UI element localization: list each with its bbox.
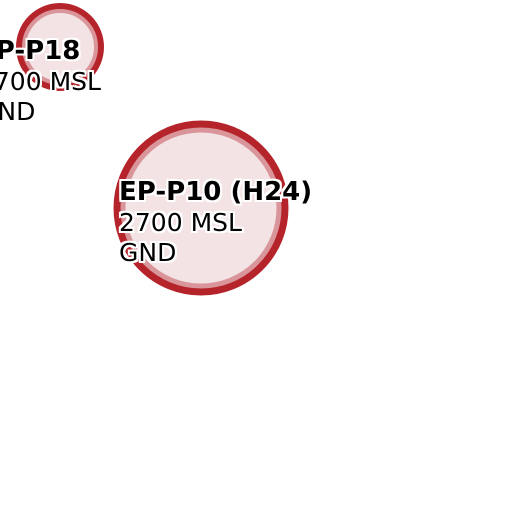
zone-ep-p10-label: EP-P10 (H24) 2700 MSL GND — [119, 177, 312, 268]
zone-lower-limit: GND — [0, 97, 36, 127]
zone-upper-limit: 2700 MSL — [0, 67, 101, 97]
zone-ep-p10-circle[interactable] — [113, 120, 289, 296]
zone-name: EP-P10 (H24) — [119, 177, 313, 207]
zone-upper-limit: 2700 MSL — [119, 208, 242, 238]
zone-lower-limit: GND — [119, 238, 177, 268]
zone-ep-p18-circle[interactable] — [16, 3, 104, 91]
zone-name: EP-P18 — [0, 36, 81, 66]
zone-ep-p18-label: EP-P18 2700 MSL GND — [0, 36, 101, 127]
